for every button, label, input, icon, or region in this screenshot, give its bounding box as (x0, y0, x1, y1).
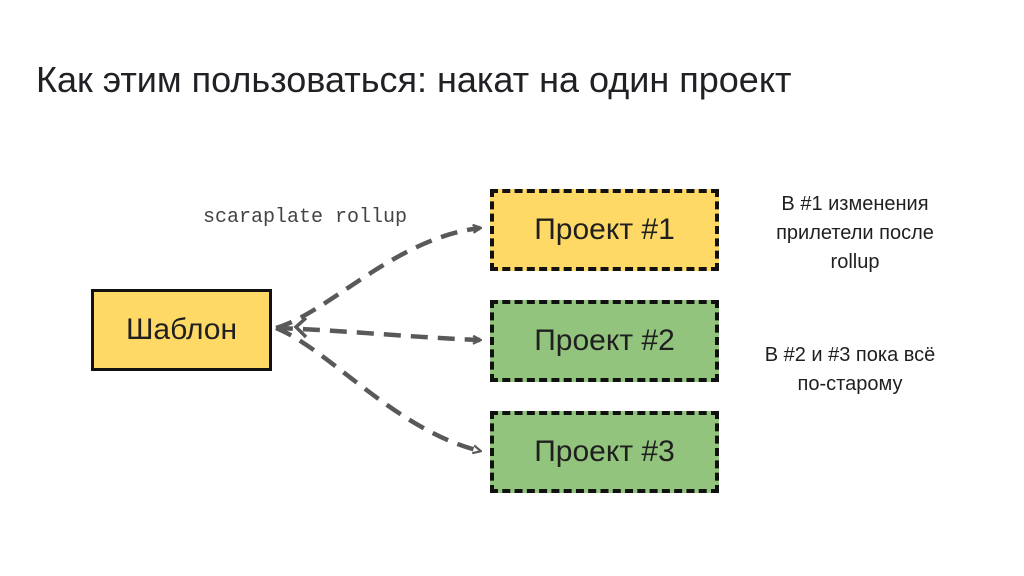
note-line: прилетели после (776, 222, 934, 244)
project-label-2: Проект #2 (534, 324, 675, 357)
slide-title: Как этим пользоваться: накат на один про… (36, 59, 792, 100)
note-line: В #1 изменения (781, 193, 929, 215)
project-label-1: Проект #1 (534, 213, 675, 246)
project-box-2: Проект #2 (490, 300, 719, 382)
arrow-to-project-2 (275, 325, 480, 340)
project-label-3: Проект #3 (534, 435, 675, 468)
command-label: scaraplate rollup (203, 206, 408, 229)
note-project-1: В #1 изменения прилетели после rollup (740, 190, 970, 277)
template-box: Шаблон (91, 289, 272, 371)
arrow-to-project-3 (275, 325, 480, 451)
note-line: В #2 и #3 пока всё (764, 344, 936, 366)
tail-arrowhead-icon (293, 316, 308, 339)
note-projects-2-3: В #2 и #3 пока всё по-старому (735, 341, 965, 399)
project-box-1: Проект #1 (490, 189, 719, 271)
note-line: по-старому (797, 373, 903, 395)
note-line: rollup (830, 251, 880, 273)
template-label: Шаблон (125, 313, 238, 346)
project-box-3: Проект #3 (490, 411, 719, 493)
arrow-to-project-1 (275, 228, 480, 331)
